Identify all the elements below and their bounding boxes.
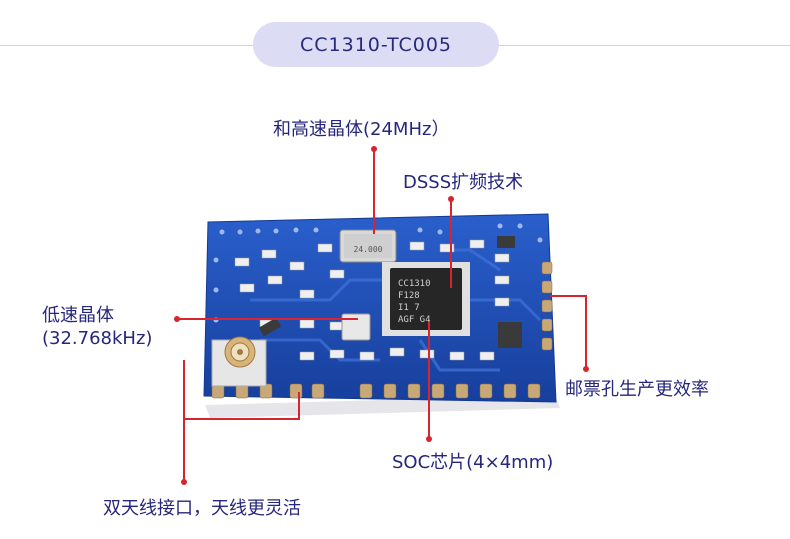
leader-stamp-hole-h [550,295,586,297]
leader-soc [428,322,430,438]
leader-dot [371,146,377,152]
product-title: CC1310-TC005 [253,22,499,67]
label-antenna: 双天线接口，天线更灵活 [103,498,301,519]
leader-dot [583,366,589,372]
label-lf-crystal-1: 低速晶体 [42,305,114,326]
soc-chip: CC1310 F128 I1 7 AGF G4 [382,262,470,336]
chip-marking-line-3: I1 7 [398,303,420,313]
label-hf-crystal: 和高速晶体(24MHz） [273,119,450,140]
leader-dot [448,196,454,202]
pcb-board [203,213,557,403]
stamp-hole-pads-bottom [211,383,541,399]
antenna-connector [211,336,267,387]
label-soc: SOC芯片(4×4mm) [392,452,554,473]
leader-lf-crystal [178,318,358,320]
label-stamp-hole: 邮票孔生产更效率 [565,379,709,400]
label-dsss: DSSS扩频技术 [403,172,524,193]
via-holes [213,223,543,323]
lf-crystal [341,313,371,341]
leader-dot [426,436,432,442]
label-lf-crystal-2: (32.768kHz) [42,328,153,349]
hf-crystal: 24.000 [339,229,397,263]
leader-dot [174,316,180,322]
leader-stamp-hole-v [585,295,587,369]
inductor-block [498,322,522,348]
chip-marking-line-2: F128 [398,291,420,301]
leader-antenna-v2 [298,392,300,420]
chip-marking-line-1: CC1310 [398,279,431,289]
chip-marking-line-4: AGF G4 [398,315,431,325]
leader-dsss [450,200,452,288]
leader-dot [181,479,187,485]
leader-hf-crystal [373,150,375,234]
hf-crystal-marking: 24.000 [354,245,383,254]
leader-antenna-h [183,418,299,420]
leader-antenna-v1 [183,360,185,482]
stamp-hole-pads-right [541,261,553,351]
